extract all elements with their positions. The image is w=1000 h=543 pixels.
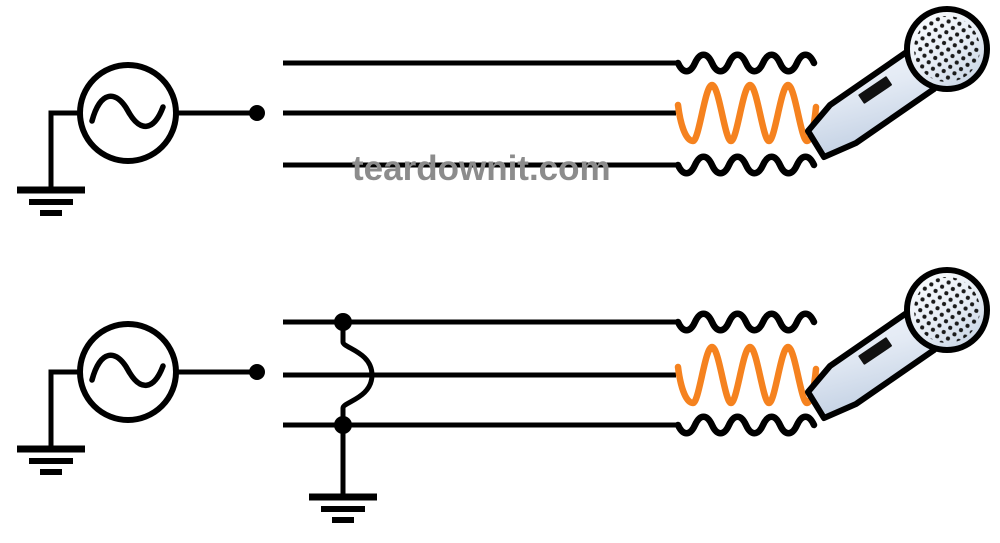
ac-voltage-source — [80, 65, 176, 161]
source-ground-wire — [48, 369, 80, 449]
shield-earth-ground-symbol — [309, 497, 377, 520]
source-terminal-node — [249, 105, 265, 121]
watermark: teardownit.com — [352, 149, 611, 188]
source-terminal-node — [249, 364, 265, 380]
source-ground-wire — [48, 110, 80, 190]
panel-shielded — [17, 270, 987, 520]
ac-voltage-source — [80, 324, 176, 420]
noise-wave-top — [678, 55, 814, 72]
noise-wave-bottom — [678, 157, 814, 174]
noise-wave-bottom — [678, 417, 814, 434]
earth-ground-symbol — [17, 449, 85, 472]
microphone — [808, 9, 987, 157]
shield-jumper-wire — [340, 319, 375, 428]
shield-junction-top — [334, 313, 352, 331]
earth-ground-symbol — [17, 190, 85, 213]
panel-unshielded — [17, 9, 987, 213]
signal-wave — [678, 85, 816, 141]
signal-wave — [678, 347, 816, 403]
noise-wave-top — [678, 314, 814, 331]
microphone — [808, 270, 987, 418]
